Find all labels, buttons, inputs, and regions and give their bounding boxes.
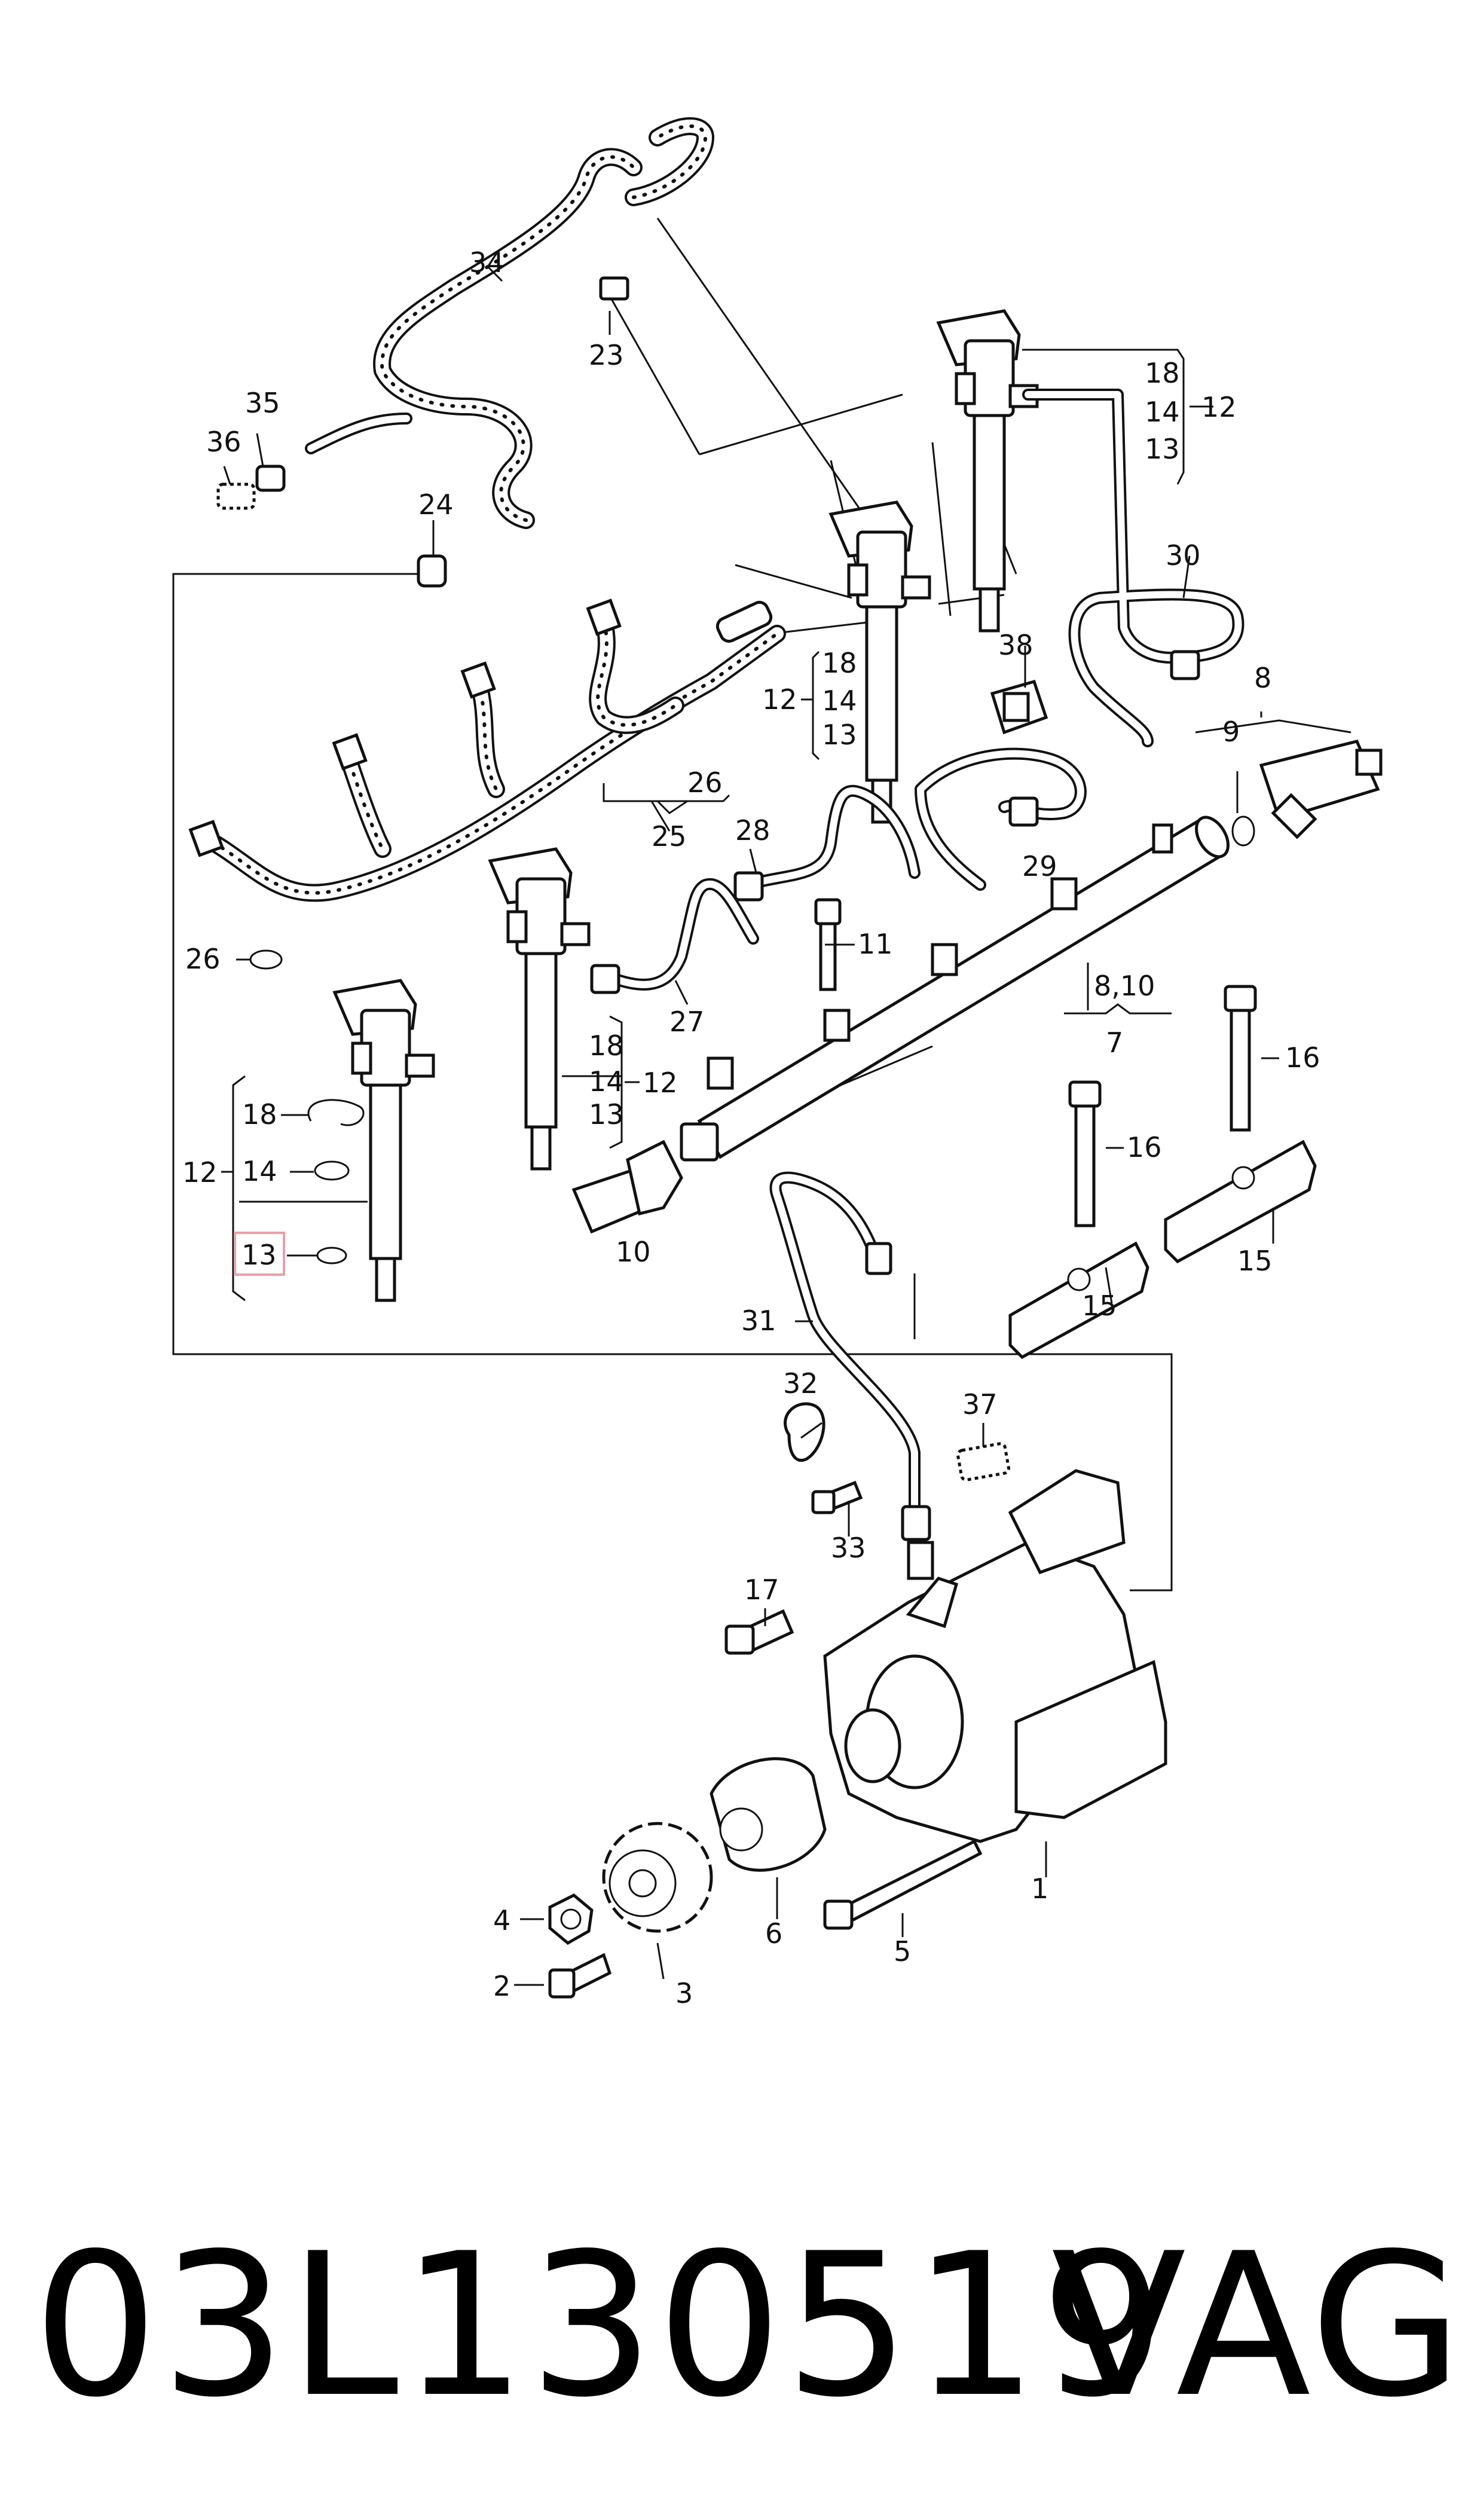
hp-pump (823, 1469, 1167, 1843)
label-30: 30 (1166, 539, 1201, 572)
label-1: 1 (1031, 1873, 1048, 1905)
label-16-upper: 16 (1285, 1041, 1320, 1074)
hp-line-27 (598, 878, 759, 991)
reference-frame (172, 218, 1173, 1592)
label-11: 11 (858, 928, 893, 960)
part-labels: 1 2 3 4 5 6 7 8 8,10 9 10 11 12 12 12 12… (182, 246, 1320, 2009)
label-17: 17 (744, 1574, 779, 1606)
label-27: 27 (669, 1006, 705, 1038)
exploded-parts-diagram: 1 2 3 4 5 6 7 8 8,10 9 10 11 12 12 12 12… (172, 117, 1383, 2009)
sleeve-36 (216, 482, 256, 510)
bolt-11 (814, 898, 842, 991)
label-7: 7 (1106, 1027, 1123, 1059)
injector-middle-left (488, 847, 591, 1171)
label-36: 36 (206, 426, 241, 458)
label-34: 34 (469, 246, 504, 279)
label-24: 24 (418, 488, 454, 521)
label-26-upper: 26 (687, 766, 723, 799)
label-28: 28 (735, 814, 770, 847)
label-5: 5 (894, 1935, 911, 1968)
label-9: 9 (1222, 716, 1240, 748)
bolt-5 (823, 1839, 983, 1930)
label-14-left: 14 (242, 1155, 277, 1187)
injector-top-right (936, 309, 1039, 633)
hp-line-31 (769, 1171, 921, 1519)
label-12-top: 12 (1201, 391, 1237, 423)
label-14-middle: 14 (589, 1065, 624, 1098)
part-number-caption: 03L130519 (33, 2211, 1169, 2440)
label-13-middle: 13 (589, 1098, 624, 1131)
gear-3 (602, 1822, 713, 1933)
label-3: 3 (675, 1977, 693, 2009)
label-6: 6 (765, 1917, 782, 1950)
clip-35 (255, 465, 286, 492)
o-ring-9 (1231, 815, 1255, 847)
leak-off-connectors (188, 598, 773, 857)
pressure-sensor (1259, 740, 1383, 839)
label-29: 29 (1022, 850, 1057, 882)
clip-32 (784, 1402, 825, 1462)
label-32: 32 (783, 1367, 818, 1400)
label-14-center: 14 (822, 685, 857, 717)
label-12-center: 12 (762, 683, 797, 716)
hp-line-nuts (590, 650, 1200, 1541)
label-2: 2 (493, 1970, 510, 2002)
clip-23 (599, 276, 629, 301)
label-33: 33 (831, 1532, 866, 1564)
label-16-lower: 16 (1127, 1131, 1162, 1163)
fuel-rail (680, 815, 1230, 1162)
brand-caption: VAG (1051, 2211, 1465, 2440)
hp-line-30 (1022, 389, 1245, 747)
injector-center (828, 500, 931, 824)
return-hose-34 (305, 117, 714, 529)
label-12-left: 12 (182, 1156, 218, 1189)
label-13-center: 13 (822, 719, 857, 751)
label-10: 10 (616, 1236, 651, 1268)
bolt-33 (811, 1480, 863, 1514)
label-13-left: 13 (241, 1239, 277, 1271)
label-4: 4 (493, 1904, 510, 1936)
seal-13 (316, 1247, 347, 1264)
bolt-16-lower (1068, 1080, 1102, 1227)
hub-6 (710, 1757, 827, 1872)
label-26-left: 26 (185, 943, 221, 975)
leak-off-harness (194, 613, 786, 902)
label-14-top: 14 (1145, 396, 1180, 428)
bolt-2 (548, 1953, 612, 1999)
label-8-10: 8,10 (1094, 970, 1155, 1002)
seal-26 (249, 949, 283, 970)
bolt-17 (724, 1609, 794, 1655)
label-18-left: 18 (242, 1098, 277, 1131)
label-38: 38 (998, 629, 1033, 661)
leader-lines (221, 265, 1351, 1986)
label-18-middle: 18 (589, 1030, 624, 1062)
label-31: 31 (741, 1305, 776, 1337)
label-35: 35 (245, 387, 280, 419)
highlight-box-13 (234, 1232, 285, 1276)
clip-24 (417, 554, 447, 588)
label-25: 25 (652, 820, 687, 853)
connector-38 (990, 679, 1048, 735)
plug-37 (956, 1442, 1010, 1482)
label-8: 8 (1254, 662, 1271, 694)
label-37: 37 (962, 1388, 998, 1421)
seal-14 (314, 1160, 350, 1181)
label-15-left: 15 (1082, 1290, 1117, 1322)
hp-line-28 (741, 784, 921, 891)
regulating-valve (571, 1140, 683, 1234)
nut-4 (548, 1893, 594, 1945)
label-18-center: 18 (822, 647, 857, 679)
label-15-right: 15 (1237, 1245, 1273, 1277)
injector-left (332, 979, 435, 1302)
clamp-15-left (1008, 1241, 1149, 1360)
clamp-15-right (1164, 1140, 1317, 1264)
label-23: 23 (589, 339, 624, 371)
label-18-top: 18 (1145, 357, 1180, 389)
bolt-16-upper (1224, 985, 1257, 1132)
circlip-18 (307, 1099, 365, 1126)
label-13-top: 13 (1145, 433, 1180, 465)
label-12-middle: 12 (643, 1067, 678, 1099)
